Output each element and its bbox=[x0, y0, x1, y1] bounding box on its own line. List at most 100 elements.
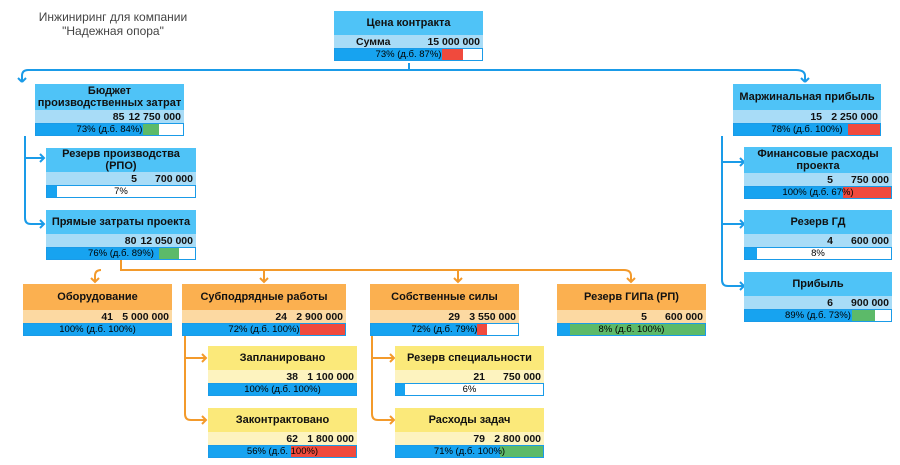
count-value: 21 bbox=[473, 370, 485, 383]
progress-extra bbox=[851, 310, 875, 321]
progress-bar: 100% (д.б. 100%) bbox=[208, 383, 357, 396]
sum-value: 600 000 bbox=[665, 310, 703, 323]
node-values: 79 2 800 000 bbox=[395, 432, 544, 445]
progress-text: 8% bbox=[811, 248, 825, 259]
progress-bar: 89% (д.б. 73%) bbox=[744, 309, 892, 322]
node-values: 6 900 000 bbox=[744, 296, 892, 309]
node-title: Резерв специальности bbox=[395, 346, 544, 370]
progress-bar: 6% bbox=[395, 383, 544, 396]
sum-value: 1 800 000 bbox=[307, 432, 354, 445]
node-title: Прямые затраты проекта bbox=[46, 210, 196, 234]
node-title: Бюджет производственных затрат bbox=[35, 84, 184, 110]
progress-text: 56% (д.б. 100%) bbox=[246, 446, 319, 457]
progress-fill bbox=[558, 324, 570, 335]
progress-bar: 71% (д.б. 100%) bbox=[395, 445, 544, 458]
progress-text: 6% bbox=[462, 384, 477, 395]
count-value: 6 bbox=[827, 296, 833, 309]
progress-bar: 100% (д.б. 67%) bbox=[744, 186, 892, 199]
progress-extra bbox=[847, 124, 880, 135]
count-value: 5 bbox=[641, 310, 647, 323]
progress-text: 72% (д.б. 79%) bbox=[411, 324, 478, 335]
progress-extra bbox=[442, 49, 463, 60]
node-margin-profit[interactable]: Маржинальная прибыль 15 2 250 000 78% (д… bbox=[733, 84, 881, 136]
node-title: Оборудование bbox=[23, 284, 172, 310]
node-specialty-reserve[interactable]: Резерв специальности 21 750 000 6% bbox=[395, 346, 544, 396]
node-title: Маржинальная прибыль bbox=[733, 84, 881, 110]
sum-value: 750 000 bbox=[851, 173, 889, 186]
count-value: 80 bbox=[124, 234, 137, 247]
node-gip-reserve[interactable]: Резерв ГИПа (РП) 5 600 000 8% (д.б. 100%… bbox=[557, 284, 706, 336]
node-production-budget[interactable]: Бюджет производственных затрат 85 12 750… bbox=[35, 84, 184, 136]
progress-text: 100% (д.б. 100%) bbox=[59, 324, 136, 335]
node-finance-costs[interactable]: Финансовые расходы проекта 5 750 000 100… bbox=[744, 147, 892, 199]
node-contract-price[interactable]: Цена контракта Сумма 15 000 000 73% (д.б… bbox=[334, 11, 483, 61]
node-values: 5 600 000 bbox=[557, 310, 706, 323]
progress-text: 73% (д.б. 87%) bbox=[375, 49, 442, 60]
progress-bar: 8% bbox=[744, 247, 892, 260]
progress-extra bbox=[500, 446, 543, 457]
progress-fill bbox=[36, 124, 144, 135]
node-planned[interactable]: Запланировано 38 1 100 000 100% (д.б. 10… bbox=[208, 346, 357, 396]
progress-fill bbox=[183, 324, 300, 335]
progress-text: 76% (д.б. 89%) bbox=[88, 248, 154, 259]
node-title: Резерв ГИПа (РП) bbox=[557, 284, 706, 310]
node-own-forces[interactable]: Собственные силы 29 3 550 000 72% (д.б. … bbox=[370, 284, 519, 336]
count-value: 5 bbox=[131, 172, 137, 185]
progress-text: 73% (д.б. 84%) bbox=[76, 124, 143, 135]
orange-connectors bbox=[90, 260, 636, 425]
progress-bar: 72% (д.б. 100%) bbox=[182, 323, 346, 336]
progress-bar: 76% (д.б. 89%) bbox=[46, 247, 196, 260]
progress-extra bbox=[159, 248, 179, 259]
node-values: 38 1 100 000 bbox=[208, 370, 357, 383]
node-title: Резерв ГД bbox=[744, 210, 892, 234]
node-values: 5 750 000 bbox=[744, 173, 892, 186]
progress-text: 72% (д.б. 100%) bbox=[228, 324, 300, 335]
progress-text: 100% (д.б. 67%) bbox=[782, 187, 854, 198]
node-values: 24 2 900 000 bbox=[182, 310, 346, 323]
count-value: 29 bbox=[448, 310, 460, 323]
progress-extra bbox=[299, 324, 345, 335]
count-value: 15 bbox=[810, 110, 822, 123]
sum-value: 700 000 bbox=[155, 172, 193, 185]
sum-value: 1 100 000 bbox=[307, 370, 354, 383]
sum-label: Сумма bbox=[356, 35, 391, 48]
progress-bar: 100% (д.б. 100%) bbox=[23, 323, 172, 336]
node-values: 85 12 750 000 bbox=[35, 110, 184, 123]
node-values: 62 1 800 000 bbox=[208, 432, 357, 445]
node-title: Субподрядные работы bbox=[182, 284, 346, 310]
sum-value: 2 900 000 bbox=[296, 310, 343, 323]
count-value: 85 bbox=[112, 110, 125, 123]
progress-fill bbox=[209, 446, 292, 457]
progress-bar: 7% bbox=[46, 185, 196, 198]
node-gd-reserve[interactable]: Резерв ГД 4 600 000 8% bbox=[744, 210, 892, 260]
sum-value: 750 000 bbox=[503, 370, 541, 383]
progress-text: 78% (д.б. 100%) bbox=[771, 124, 843, 135]
progress-bar: 73% (д.б. 87%) bbox=[334, 48, 483, 61]
node-contracted[interactable]: Законтрактовано 62 1 800 000 56% (д.б. 1… bbox=[208, 408, 357, 458]
node-values: 29 3 550 000 bbox=[370, 310, 519, 323]
progress-text: 100% (д.б. 100%) bbox=[244, 384, 321, 395]
sum-value: 900 000 bbox=[851, 296, 889, 309]
count-value: 4 bbox=[827, 234, 833, 247]
count-value: 24 bbox=[275, 310, 287, 323]
progress-fill bbox=[47, 248, 160, 259]
progress-fill bbox=[745, 248, 757, 259]
sum-value: 2 800 000 bbox=[494, 432, 541, 445]
sum-value: 12 750 000 bbox=[128, 110, 181, 123]
node-direct-costs[interactable]: Прямые затраты проекта 80 12 050 000 76%… bbox=[46, 210, 196, 260]
company-line-2: "Надежная опора" bbox=[62, 24, 164, 38]
node-values: 41 5 000 000 bbox=[23, 310, 172, 323]
node-profit[interactable]: Прибыль 6 900 000 89% (д.б. 73%) bbox=[744, 272, 892, 322]
node-task-costs[interactable]: Расходы задач 79 2 800 000 71% (д.б. 100… bbox=[395, 408, 544, 458]
progress-bar: 78% (д.б. 100%) bbox=[733, 123, 881, 136]
node-subcontract[interactable]: Субподрядные работы 24 2 900 000 72% (д.… bbox=[182, 284, 346, 336]
node-production-reserve[interactable]: Резерв производства (РПО) 5 700 000 7% bbox=[46, 148, 196, 198]
node-title: Прибыль bbox=[744, 272, 892, 296]
progress-fill bbox=[335, 49, 443, 60]
progress-extra bbox=[476, 324, 488, 335]
progress-extra bbox=[143, 124, 160, 135]
progress-fill bbox=[371, 324, 477, 335]
node-equipment[interactable]: Оборудование 41 5 000 000 100% (д.б. 100… bbox=[23, 284, 172, 336]
sum-value: 12 050 000 bbox=[140, 234, 193, 247]
node-title: Расходы задач bbox=[395, 408, 544, 432]
